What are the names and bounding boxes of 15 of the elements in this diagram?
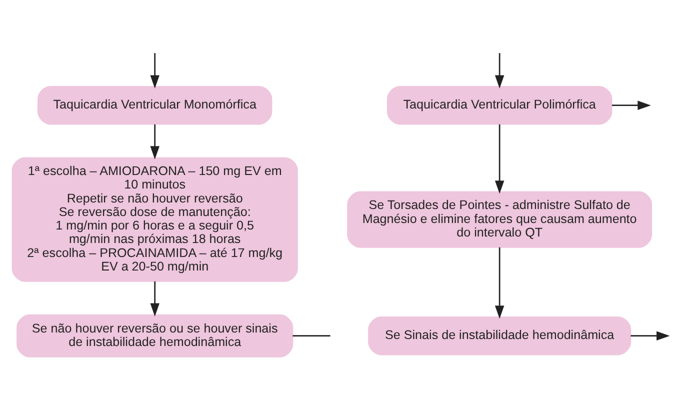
arrow [150, 52, 160, 88]
connector [292, 334, 330, 336]
node-box: Taquicardia Ventricular Monomórfica [38, 85, 272, 124]
arrow [494, 124, 504, 194]
arrow [494, 52, 504, 88]
arrow [494, 246, 504, 318]
arrow [612, 100, 651, 110]
node-box: Se não houver reversão ou se houver sinais de instabilidade hemodinâmica [16, 314, 294, 357]
node-box: Se Torsades de Pointes - administre Sulfato de Magnésio e elimine fatores que causam aumento do intervalo QT [347, 190, 652, 248]
arrow [150, 124, 160, 159]
node-box: Se Sinais de instabilidade hemodinâmica [368, 316, 632, 355]
arrow [630, 330, 670, 340]
node-box: 1ª escolha – AMIODARONA – 150 mg EV em 10 minutos Repetir se não houver reversão Se reversão dose de manutenção: 1 mg/min por 6 horas e a seguir 0,5 mg/min nas próximas 18 horas 2ª escolha – PROCAINAMIDA – até 17 mg/kg EV a 20-50 mg/min [12, 156, 298, 282]
arrow [150, 280, 160, 316]
node-box: Taquicardia Ventricular Polimórfica [386, 85, 612, 124]
